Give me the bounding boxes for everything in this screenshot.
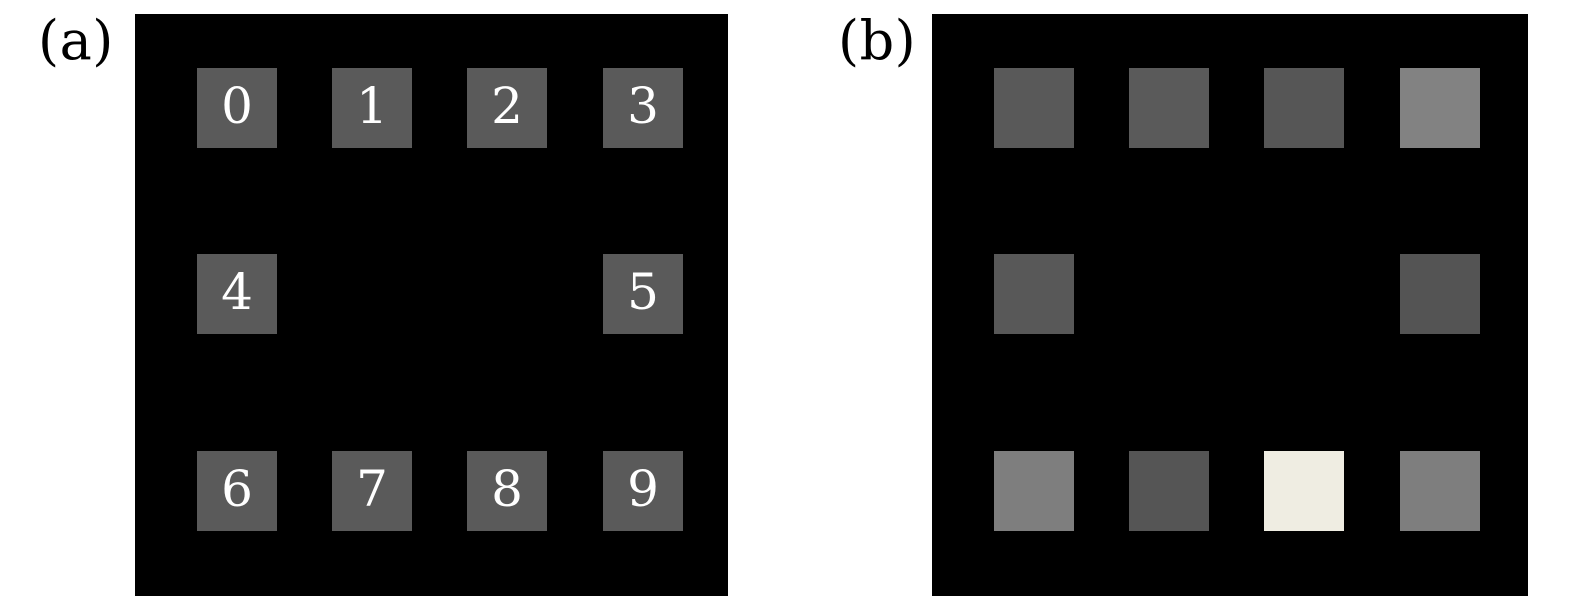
lattice-site-8: [1264, 451, 1344, 531]
panel-a: 0 1 2 3 4 5 6 7 8 9: [135, 14, 728, 596]
lattice-site-label-3: 3: [627, 77, 659, 135]
lattice-site-4: 4: [197, 254, 277, 334]
lattice-site-5: [1400, 254, 1480, 334]
lattice-site-label-1: 1: [356, 77, 388, 135]
lattice-site-9: 9: [603, 451, 683, 531]
panel-b: [932, 14, 1528, 596]
lattice-site-label-6: 6: [221, 460, 253, 518]
lattice-site-label-9: 9: [627, 460, 659, 518]
panel-label-b: (b): [838, 9, 917, 72]
lattice-site-label-5: 5: [627, 263, 659, 321]
lattice-site-0: [994, 68, 1074, 148]
panel-label-a: (a): [38, 9, 114, 72]
lattice-site-5: 5: [603, 254, 683, 334]
lattice-site-9: [1400, 451, 1480, 531]
lattice-site-8: 8: [467, 451, 547, 531]
lattice-site-label-7: 7: [356, 460, 388, 518]
lattice-site-6: [994, 451, 1074, 531]
lattice-site-6: 6: [197, 451, 277, 531]
lattice-site-label-4: 4: [221, 263, 253, 321]
lattice-site-7: 7: [332, 451, 412, 531]
lattice-site-1: 1: [332, 68, 412, 148]
lattice-site-3: [1400, 68, 1480, 148]
lattice-site-2: [1264, 68, 1344, 148]
lattice-site-0: 0: [197, 68, 277, 148]
lattice-site-7: [1129, 451, 1209, 531]
lattice-site-3: 3: [603, 68, 683, 148]
lattice-site-1: [1129, 68, 1209, 148]
lattice-site-label-0: 0: [221, 77, 253, 135]
lattice-site-2: 2: [467, 68, 547, 148]
lattice-site-label-8: 8: [491, 460, 523, 518]
lattice-site-label-2: 2: [491, 77, 523, 135]
lattice-site-4: [994, 254, 1074, 334]
